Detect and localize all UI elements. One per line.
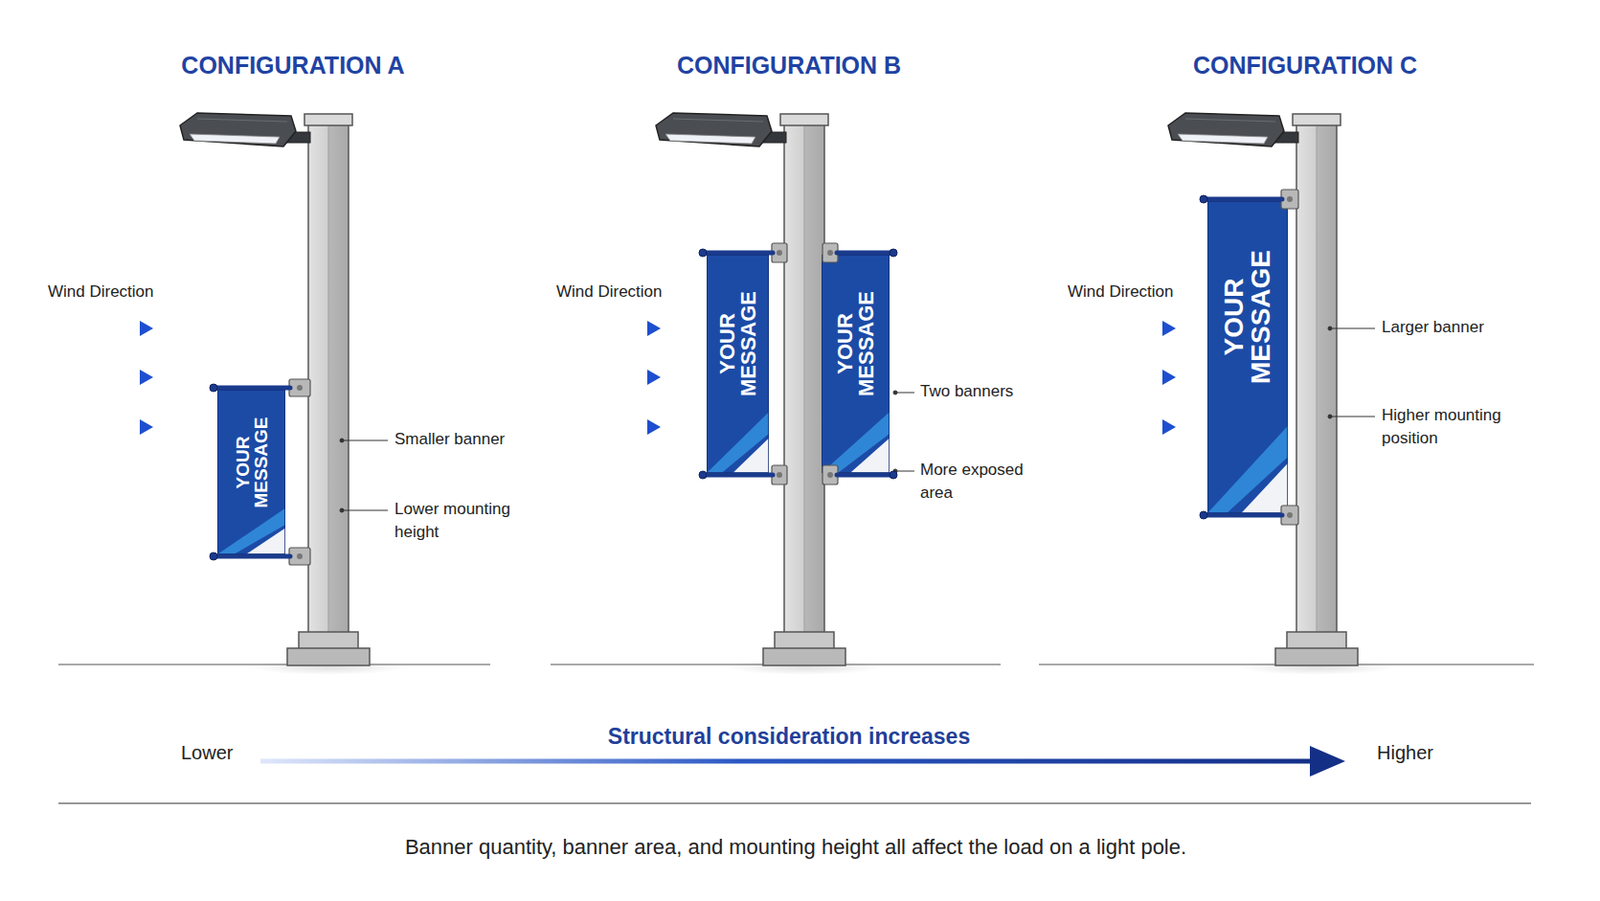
light-pole: [1168, 112, 1394, 676]
wind-label: Wind Direction: [1067, 280, 1174, 304]
callout-label: More exposed area: [920, 458, 1040, 505]
banner-edge: [821, 254, 890, 474]
rod-ends: [209, 195, 1208, 561]
config-heading: CONFIGURATION B: [676, 49, 902, 82]
banner-corner: [732, 438, 769, 474]
banner-stripe: [217, 508, 286, 555]
caption: Banner quantity, banner area, and mounti…: [405, 833, 1187, 861]
banner-stripe: [821, 411, 890, 474]
scale-end-label: Higher: [1376, 740, 1434, 766]
callout-label: Larger banner: [1381, 315, 1485, 339]
brackets: [289, 189, 1299, 565]
banner-background: [1207, 201, 1288, 514]
wind-label: Wind Direction: [556, 280, 663, 304]
banner-text: YOUR MESSAGE: [834, 291, 878, 397]
banner-text: YOUR MESSAGE: [717, 291, 760, 397]
callout-label: Two banners: [920, 380, 1014, 404]
banner-stripe: [1207, 426, 1288, 514]
wind-label: Wind Direction: [47, 280, 155, 304]
callout-label: Higher mounting position: [1381, 404, 1524, 451]
banner-background: [217, 389, 286, 555]
banner-corner: [246, 527, 286, 555]
wind-arrows: [56, 320, 154, 435]
banner-corner: [850, 438, 890, 474]
scale-arrow: [260, 745, 1346, 777]
banner: YOUR MESSAGE: [821, 254, 890, 474]
banner-background: [706, 254, 769, 474]
wind-arrows: [563, 320, 661, 435]
config-heading: CONFIGURATION A: [180, 49, 405, 82]
banner-edge: [217, 389, 286, 555]
bolts: [296, 196, 1293, 560]
banner-background: [821, 254, 890, 474]
divider-line: [58, 802, 1532, 804]
scale-end-label: Lower: [180, 740, 233, 766]
banner-text: YOUR MESSAGE: [233, 416, 271, 508]
scale-title: Structural consideration increases: [608, 721, 970, 751]
banner-stripe: [706, 411, 769, 474]
banner-edge: [706, 254, 769, 474]
banner-rods: [214, 199, 1283, 557]
banner-corner: [1240, 463, 1288, 514]
wind-arrows: [1079, 320, 1176, 435]
banner: YOUR MESSAGE: [706, 254, 769, 474]
banner-edge: [1207, 201, 1288, 514]
callout-label: Smaller banner: [394, 428, 505, 451]
banner: YOUR MESSAGE: [1207, 201, 1288, 514]
banner: YOUR MESSAGE: [217, 389, 286, 555]
light-pole: [180, 112, 406, 676]
callout-label: Lower mounting height: [394, 497, 529, 544]
config-heading: CONFIGURATION C: [1193, 49, 1418, 82]
banner-text: YOUR MESSAGE: [1220, 249, 1275, 384]
